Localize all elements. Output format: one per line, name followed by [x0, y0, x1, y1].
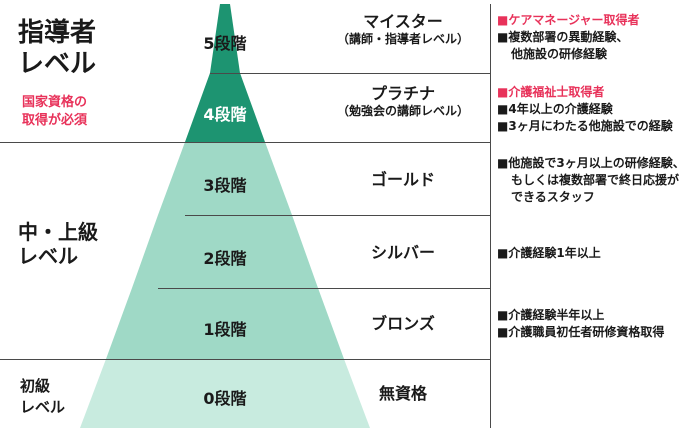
level-name-3: ゴールド [318, 170, 488, 190]
requirements-2: ■介護経験1年以上 [497, 245, 601, 262]
level-name-5-sub: （講師・指導者レベル） [336, 32, 469, 46]
pyramid-band-5 [210, 4, 240, 73]
category-top-note: 国家資格の 取得が必須 [22, 94, 87, 129]
divider-line-3 [185, 215, 490, 216]
level-name-1: ブロンズ [318, 314, 488, 334]
requirement-4-3: ■3ヶ月にわたる他施設での経験 [497, 118, 673, 133]
category-low-title: 初級 レベル [20, 376, 65, 418]
stage-label-2: 2段階 [203, 249, 247, 268]
requirement-1-1: ■介護経験半年以上 [497, 308, 605, 322]
level-name-0-title: 無資格 [378, 384, 427, 403]
category-mid-line1: 中・上級 [18, 220, 98, 244]
category-top-line1: 指導者 [18, 18, 97, 48]
requirement-1-2: ■介護職員初任者研修資格取得 [497, 324, 665, 339]
requirements-5: ■ケアマネージャー取得者 ■複数部署の異動経験、 他施設の研修経験 [497, 12, 640, 62]
requirement-3-2: もしくは複数部署で終日応援が [511, 172, 680, 187]
requirement-2-1: ■介護経験1年以上 [497, 246, 601, 260]
stage-label-5: 5段階 [203, 34, 247, 53]
category-top-note1: 国家資格の [22, 95, 88, 110]
divider-line-2 [158, 288, 490, 289]
pyramid-band-0 [80, 359, 370, 428]
divider-line-1 [0, 359, 490, 360]
stage-label-3: 3段階 [203, 176, 247, 195]
level-name-0: 無資格 [318, 384, 488, 404]
pyramid-band-3 [158, 142, 292, 215]
category-mid-line2: レベル [18, 244, 78, 268]
level-name-2: シルバー [318, 243, 488, 263]
requirement-4-1: ■介護福祉士取得者 [497, 85, 605, 99]
requirement-3-3: できるスタッフ [511, 189, 595, 204]
divider-line-5 [210, 73, 490, 74]
category-low-line2: レベル [20, 398, 66, 416]
pyramid-band-1 [106, 288, 344, 359]
level-name-4: プラチナ （勉強会の講師レベル） [318, 84, 488, 119]
category-top-line2: レベル [18, 49, 97, 80]
requirement-4-2: ■4年以上の介護経験 [497, 101, 613, 116]
level-name-4-sub: （勉強会の講師レベル） [336, 104, 469, 118]
category-top-title: 指導者 レベル [18, 18, 96, 80]
requirements-4: ■介護福祉士取得者 ■4年以上の介護経験 ■3ヶ月にわたる他施設での経験 [497, 84, 673, 134]
level-name-3-title: ゴールド [370, 170, 435, 189]
requirement-5-1: ■ケアマネージャー取得者 [497, 13, 640, 27]
pyramid-band-4 [185, 73, 265, 142]
stage-label-0: 0段階 [203, 389, 247, 408]
level-name-5: マイスター （講師・指導者レベル） [318, 12, 488, 47]
level-name-5-title: マイスター [363, 12, 443, 31]
vertical-divider [490, 4, 491, 428]
requirement-3-1: ■他施設で3ヶ月以上の研修経験、 [497, 156, 685, 170]
stage-label-1: 1段階 [203, 320, 247, 339]
requirements-3: ■他施設で3ヶ月以上の研修経験、 もしくは複数部署で終日応援が できるスタッフ [497, 155, 685, 205]
requirements-1: ■介護経験半年以上 ■介護職員初任者研修資格取得 [497, 307, 664, 341]
level-name-4-title: プラチナ [370, 84, 435, 103]
level-name-2-title: シルバー [370, 243, 435, 262]
requirement-5-2: ■複数部署の異動経験、 [497, 29, 629, 44]
level-name-1-title: ブロンズ [371, 314, 435, 333]
category-low-line1: 初級 [20, 377, 51, 395]
divider-line-4 [0, 142, 490, 143]
category-top-note2: 取得が必須 [22, 112, 88, 128]
category-mid-title: 中・上級 レベル [18, 220, 98, 268]
pyramid-band-2 [132, 215, 318, 288]
stage-label-4: 4段階 [203, 105, 247, 124]
requirement-5-3: 他施設の研修経験 [511, 46, 608, 61]
